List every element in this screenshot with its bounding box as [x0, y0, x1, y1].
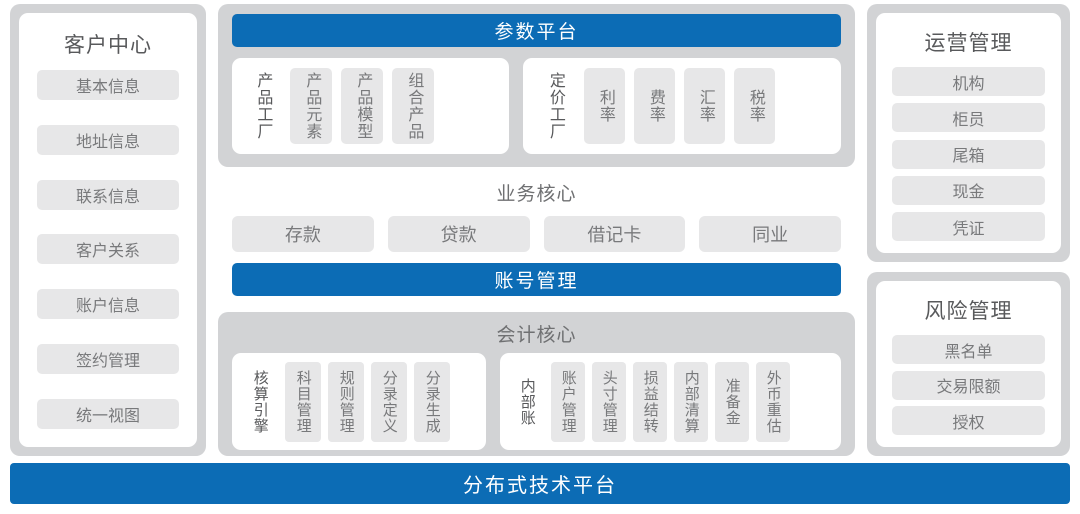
parameter-platform-groups: 产品工厂 产品元素 产品模型 组合产品 定价工厂 利率 费率 汇率 税率	[232, 58, 841, 154]
parameter-platform-panel: 参数平台 产品工厂 产品元素 产品模型 组合产品 定价工厂 利率 费率 汇率 税…	[218, 4, 855, 167]
customer-center-panel: 客户中心 基本信息 地址信息 联系信息 客户关系 账户信息 签约管理 统一视图	[10, 4, 206, 456]
customer-center-item-list: 基本信息 地址信息 联系信息 客户关系 账户信息 签约管理 统一视图	[37, 70, 179, 437]
pricing-factory-item-fee-rate[interactable]: 费率	[634, 68, 675, 144]
pricing-factory-item-exchange-rate[interactable]: 汇率	[684, 68, 725, 144]
operations-item-cash-box[interactable]: 尾箱	[892, 139, 1045, 169]
business-core-item-deposit[interactable]: 存款	[232, 216, 374, 252]
customer-center-item-unified-view[interactable]: 统一视图	[37, 398, 179, 429]
pricing-factory-item-tax-rate[interactable]: 税率	[734, 68, 775, 144]
accounting-engine-label: 核算引擎	[251, 369, 269, 434]
customer-center-item-address-info[interactable]: 地址信息	[37, 124, 179, 155]
product-factory-item-composite-product[interactable]: 组合产品	[392, 68, 434, 144]
pricing-factory-item-interest-rate[interactable]: 利率	[584, 68, 625, 144]
operations-item-institution[interactable]: 机构	[892, 67, 1045, 96]
operations-management-title: 运营管理	[924, 32, 1013, 55]
risk-management-panel: 风险管理 黑名单 交易限额 授权	[867, 272, 1070, 456]
internal-account-item-fx-revaluation[interactable]: 外币重估	[756, 361, 790, 442]
business-core-title: 业务核心	[496, 184, 577, 205]
customer-center-item-contact-info[interactable]: 联系信息	[37, 179, 179, 210]
pricing-factory-group: 定价工厂 利率 费率 汇率 税率	[523, 58, 841, 154]
operations-item-voucher[interactable]: 凭证	[892, 212, 1045, 241]
accounting-core-groups: 核算引擎 科目管理 规则管理 分录定义 分录生成 内部账 账户管理 头寸管理 损…	[232, 353, 841, 450]
business-core-item-debit-card[interactable]: 借记卡	[543, 216, 686, 252]
account-management-bar: 账号管理	[232, 263, 841, 296]
accounting-engine-item-rule-management[interactable]: 规则管理	[328, 361, 364, 442]
business-core-item-list: 存款 贷款 借记卡 同业	[232, 216, 841, 252]
accounting-engine-item-subject-management[interactable]: 科目管理	[285, 361, 321, 442]
distributed-technology-platform-bar: 分布式技术平台	[10, 463, 1070, 504]
risk-management-card: 风险管理 黑名单 交易限额 授权	[876, 281, 1061, 447]
accounting-core-panel: 会计核心 核算引擎 科目管理 规则管理 分录定义 分录生成 内部账 账户管理 头…	[218, 312, 855, 456]
business-core-item-interbank[interactable]: 同业	[699, 216, 841, 252]
risk-item-transaction-limit[interactable]: 交易限额	[892, 370, 1045, 400]
customer-center-item-account-info[interactable]: 账户信息	[37, 289, 179, 320]
customer-center-item-basic-info[interactable]: 基本信息	[37, 70, 179, 100]
customer-center-item-contract-management[interactable]: 签约管理	[37, 344, 179, 375]
operations-management-panel: 运营管理 机构 柜员 尾箱 现金 凭证	[867, 4, 1070, 262]
customer-center-card: 客户中心 基本信息 地址信息 联系信息 客户关系 账户信息 签约管理 统一视图	[19, 13, 197, 447]
internal-account-item-internal-settlement[interactable]: 内部清算	[674, 361, 708, 442]
product-factory-item-product-element[interactable]: 产品元素	[290, 68, 332, 144]
operations-management-card: 运营管理 机构 柜员 尾箱 现金 凭证	[876, 13, 1061, 253]
parameter-platform-header: 参数平台	[232, 14, 841, 47]
internal-account-item-reserve-fund[interactable]: 准备金	[715, 361, 749, 442]
risk-item-authorization[interactable]: 授权	[892, 406, 1045, 435]
internal-account-label: 内部账	[518, 377, 536, 426]
operations-management-item-list: 机构 柜员 尾箱 现金 凭证	[892, 67, 1045, 241]
accounting-engine-group: 核算引擎 科目管理 规则管理 分录定义 分录生成	[232, 353, 486, 450]
customer-center-title: 客户中心	[64, 34, 152, 57]
business-core-item-loan[interactable]: 贷款	[387, 216, 530, 252]
internal-account-item-profit-loss-carryover[interactable]: 损益结转	[633, 361, 667, 442]
internal-account-group: 内部账 账户管理 头寸管理 损益结转 内部清算 准备金 外币重估	[500, 353, 841, 450]
risk-item-blacklist[interactable]: 黑名单	[892, 335, 1045, 364]
product-factory-label: 产品工厂	[254, 72, 272, 140]
risk-management-item-list: 黑名单 交易限额 授权	[892, 335, 1045, 435]
accounting-engine-item-entry-generation[interactable]: 分录生成	[414, 361, 450, 442]
operations-item-cash[interactable]: 现金	[892, 175, 1045, 205]
business-core-section: 业务核心 存款 贷款 借记卡 同业 账号管理	[218, 175, 855, 303]
internal-account-item-position-management[interactable]: 头寸管理	[592, 361, 626, 442]
internal-account-item-account-management[interactable]: 账户管理	[551, 361, 585, 442]
customer-center-item-customer-relation[interactable]: 客户关系	[37, 234, 179, 265]
accounting-core-title: 会计核心	[496, 325, 577, 346]
accounting-engine-item-entry-definition[interactable]: 分录定义	[371, 361, 407, 442]
risk-management-title: 风险管理	[924, 300, 1013, 323]
product-factory-item-product-model[interactable]: 产品模型	[341, 68, 383, 144]
operations-item-teller[interactable]: 柜员	[892, 103, 1045, 133]
pricing-factory-label: 定价工厂	[546, 72, 564, 140]
product-factory-group: 产品工厂 产品元素 产品模型 组合产品	[232, 58, 509, 154]
